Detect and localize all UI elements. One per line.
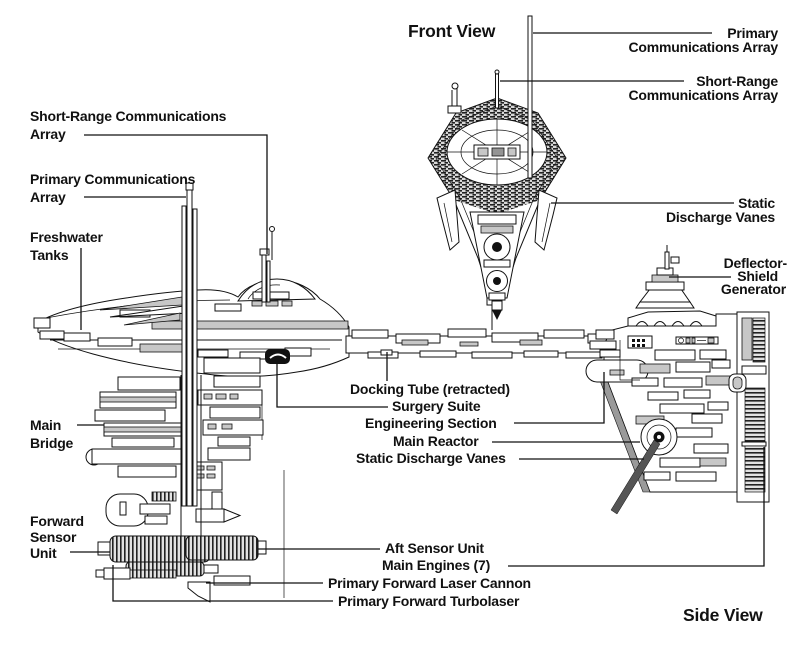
aft-greebles (619, 335, 747, 482)
connecting-boom (345, 296, 625, 359)
front-primary-comms-mast (527, 15, 533, 179)
label-forward-sensor: Forward Sensor Unit (30, 513, 84, 561)
static-discharge-vane-spike (610, 439, 661, 515)
aft-section (585, 245, 770, 515)
svg-text:Communications Array: Communications Array (628, 87, 778, 103)
svg-text:Forward: Forward (30, 513, 84, 529)
label-freshwater-tanks: Freshwater Tanks (30, 229, 104, 263)
label-short-range-right: Short-Range Communications Array (628, 73, 778, 103)
svg-text:Static: Static (738, 195, 775, 211)
deflector-shield-generator (635, 245, 695, 309)
front-view-drawing (427, 15, 567, 320)
svg-text:Shield: Shield (737, 268, 778, 284)
leader-surgery-suite (276, 364, 388, 408)
svg-text:Main: Main (30, 417, 61, 433)
svg-text:Primary: Primary (727, 25, 778, 41)
label-main-engines: Main Engines (7) (382, 557, 490, 573)
label-laser-cannon: Primary Forward Laser Cannon (328, 575, 531, 591)
label-engineering: Engineering Section (365, 415, 497, 431)
label-main-bridge: Main Bridge (30, 417, 74, 451)
side-view-drawing (33, 182, 770, 603)
svg-text:Array: Array (30, 189, 66, 205)
comm-masts (181, 182, 275, 507)
front-view-title: Front View (408, 21, 496, 41)
aft-sensor-cylinder (185, 535, 259, 561)
svg-text:Sensor: Sensor (30, 529, 77, 545)
label-docking-tube: Docking Tube (retracted) (350, 381, 510, 397)
label-turbolaser: Primary Forward Turbolaser (338, 593, 520, 609)
leader-main-engines (508, 447, 765, 567)
label-static-vanes-side: Static Discharge Vanes (356, 450, 506, 466)
leader-engineering (514, 372, 605, 424)
label-surgery-suite: Surgery Suite (392, 398, 481, 414)
svg-text:Primary Communications: Primary Communications (30, 171, 196, 187)
surgery-suite-port (265, 349, 290, 364)
leader-short-range-left (84, 134, 268, 254)
svg-text:Discharge Vanes: Discharge Vanes (666, 209, 775, 225)
label-short-range-left: Short-Range Communications Array (30, 108, 227, 142)
sensor-gun-cluster (95, 535, 267, 603)
short-range-mast (261, 253, 267, 303)
label-primary-comms-right: Primary Communications Array (628, 25, 778, 55)
side-view-title: Side View (683, 605, 763, 625)
svg-text:Short-Range Communications: Short-Range Communications (30, 108, 227, 124)
turbolaser-mount (103, 567, 131, 580)
svg-text:Bridge: Bridge (30, 435, 74, 451)
leader-turbolaser (112, 565, 333, 602)
label-deflector-shield: Deflector- Shield Generator (721, 255, 788, 297)
primary-comms-mast (181, 205, 187, 507)
labels: Front View Side View Primary Communicati… (30, 21, 788, 625)
svg-text:Communications Array: Communications Array (628, 39, 778, 55)
svg-text:Unit: Unit (30, 545, 57, 561)
svg-text:Deflector-: Deflector- (724, 255, 788, 271)
front-short-range-mast (495, 73, 499, 109)
svg-text:Tanks: Tanks (30, 247, 69, 263)
label-main-reactor: Main Reactor (393, 433, 479, 449)
label-static-vanes-right: Static Discharge Vanes (666, 195, 776, 225)
svg-text:Short-Range: Short-Range (696, 73, 778, 89)
leader-lines (70, 32, 765, 602)
svg-text:Array: Array (30, 126, 66, 142)
label-aft-sensor: Aft Sensor Unit (385, 540, 484, 556)
svg-text:Freshwater: Freshwater (30, 229, 103, 245)
svg-text:Generator: Generator (721, 281, 787, 297)
main-reactor-ring (640, 418, 678, 456)
label-primary-comms-left: Primary Communications Array (30, 171, 196, 205)
